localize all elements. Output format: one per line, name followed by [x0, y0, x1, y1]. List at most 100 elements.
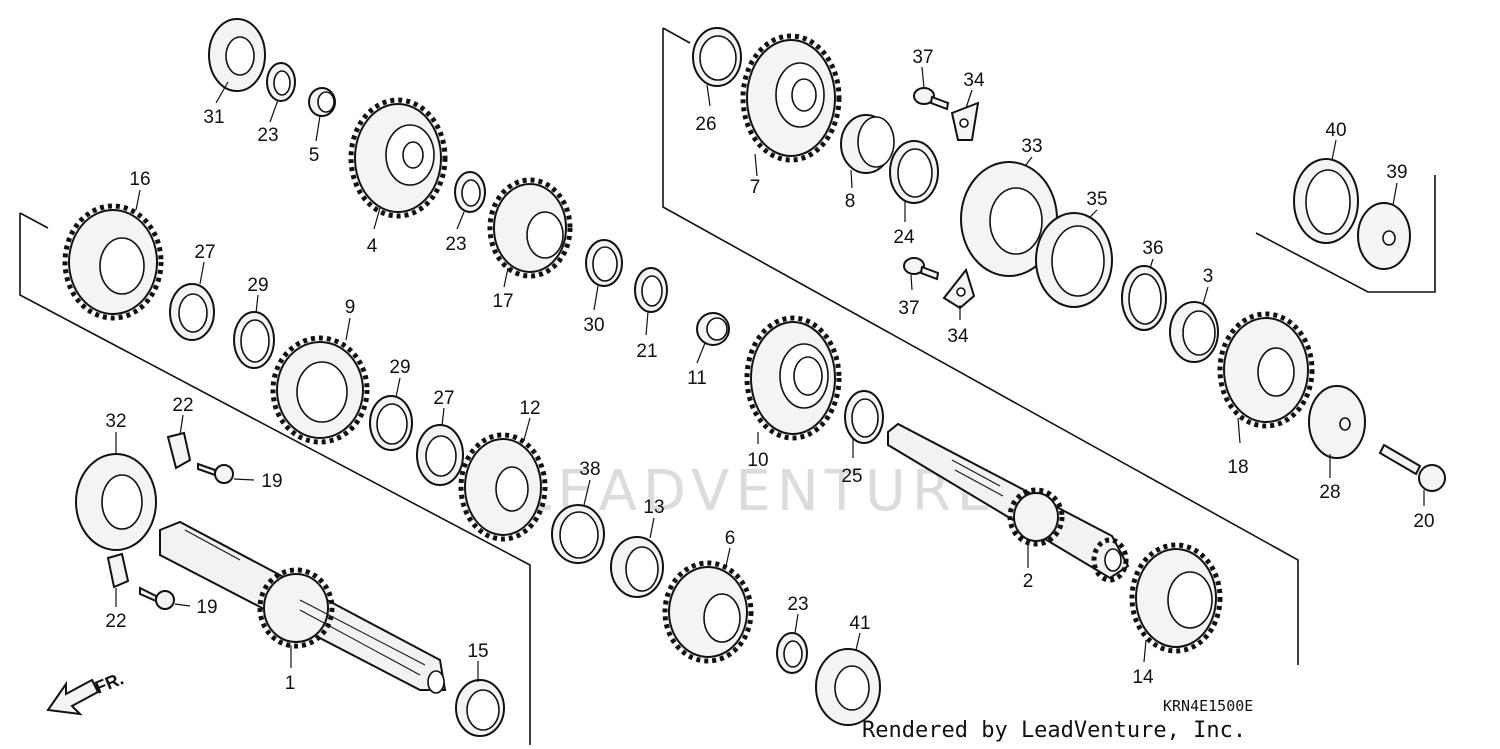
- part-32-bearing[interactable]: [75, 453, 157, 551]
- part-6-gear[interactable]: [662, 560, 754, 664]
- callout-13-label: 13: [643, 497, 664, 518]
- part-34-bearing-set-plate-lower[interactable]: [942, 267, 976, 310]
- part-18-drive-sprocket[interactable]: [1217, 311, 1315, 429]
- callout-25-label: 25: [841, 466, 862, 487]
- part-2-mainshaft[interactable]: [887, 422, 1130, 583]
- callout-34-lower-label: 34: [947, 326, 969, 347]
- callout-11: 11: [687, 342, 707, 389]
- part-23-washer-mid[interactable]: [454, 171, 486, 213]
- part-14-gear[interactable]: [1129, 542, 1223, 654]
- part-22-clamp-upper[interactable]: [166, 431, 192, 470]
- callout-40-label: 40: [1325, 120, 1346, 141]
- callout-22-lower: 22: [105, 588, 127, 632]
- callout-9-label: 9: [345, 297, 356, 318]
- part-40-washer[interactable]: [1293, 158, 1359, 244]
- callout-2: 2: [1023, 540, 1034, 592]
- part-25-washer[interactable]: [844, 390, 884, 444]
- callout-7-label: 7: [750, 177, 761, 198]
- part-34-bearing-set-plate-upper[interactable]: [950, 101, 980, 141]
- part-1-countershaft[interactable]: [159, 520, 447, 694]
- callout-23-mid-label: 23: [445, 234, 466, 255]
- callout-30-label: 30: [583, 315, 604, 336]
- callout-33: 33: [1021, 136, 1043, 167]
- part-38-washer[interactable]: [551, 504, 605, 564]
- part-5-bushing[interactable]: [308, 87, 336, 117]
- part-41-bearing[interactable]: [815, 648, 881, 726]
- part-20-bolt[interactable]: [1378, 443, 1446, 492]
- callout-12-label: 12: [519, 398, 540, 419]
- front-direction-label: FR.: [92, 668, 126, 697]
- callout-22-upper: 22: [172, 395, 194, 436]
- callout-8-label: 8: [845, 191, 856, 212]
- callout-31-label: 31: [203, 107, 224, 128]
- part-17-gear[interactable]: [487, 177, 573, 279]
- part-12-gear[interactable]: [458, 432, 548, 542]
- part-23-washer-top[interactable]: [266, 62, 296, 102]
- part-22-clamp-lower[interactable]: [106, 552, 130, 589]
- part-4-gear[interactable]: [348, 97, 448, 219]
- callout-20-label: 20: [1413, 511, 1434, 532]
- callout-2-label: 2: [1023, 571, 1034, 592]
- callout-35-label: 35: [1086, 189, 1107, 210]
- callout-24: 24: [893, 200, 915, 248]
- part-9-gear[interactable]: [270, 335, 370, 445]
- callout-27-lower: 27: [433, 388, 455, 427]
- part-21-lock-washer[interactable]: [634, 267, 668, 313]
- callout-20: 20: [1413, 490, 1435, 532]
- part-16-gear[interactable]: [62, 203, 164, 321]
- part-10-gear[interactable]: [744, 315, 842, 441]
- callout-38-label: 38: [579, 459, 600, 480]
- part-35-oil-seal[interactable]: [1035, 212, 1113, 308]
- part-36-o-ring[interactable]: [1121, 265, 1167, 331]
- callout-39-label: 39: [1386, 162, 1407, 183]
- part-27-lock-washer-upper[interactable]: [169, 283, 215, 341]
- part-27-lock-washer-lower[interactable]: [416, 424, 464, 486]
- part-3-collar[interactable]: [1169, 301, 1219, 363]
- callout-28: 28: [1319, 454, 1341, 503]
- callout-38: 38: [579, 459, 601, 506]
- callout-23-top: 23: [257, 99, 279, 146]
- callout-39: 39: [1386, 162, 1408, 206]
- part-37-screw-lower[interactable]: [903, 257, 940, 281]
- callout-28-label: 28: [1319, 482, 1340, 503]
- part-19-bolt-lower[interactable]: [139, 586, 175, 610]
- part-28-washer[interactable]: [1308, 385, 1366, 459]
- part-31-bearing[interactable]: [208, 18, 266, 92]
- callout-10-label: 10: [747, 450, 768, 471]
- part-29-snap-ring-lower[interactable]: [369, 395, 413, 451]
- callout-11-label: 11: [687, 368, 707, 389]
- part-33-bearing[interactable]: [960, 161, 1058, 277]
- part-13-bushing[interactable]: [610, 536, 664, 598]
- callout-19-lower-label: 19: [196, 597, 217, 618]
- callout-33-label: 33: [1021, 136, 1042, 157]
- watermark-text: LEADVENTURE: [520, 459, 998, 524]
- part-8-bushing[interactable]: [840, 114, 895, 174]
- callout-34-lower: 34: [947, 305, 969, 347]
- part-24-washer[interactable]: [889, 140, 939, 204]
- callout-15-label: 15: [467, 641, 488, 662]
- part-7-gear[interactable]: [740, 33, 842, 163]
- countershaft-group-frame: [19, 212, 531, 745]
- callout-35: 35: [1086, 189, 1108, 219]
- part-37-screw-upper[interactable]: [913, 87, 950, 111]
- callout-19-lower: 19: [174, 597, 218, 618]
- callout-23-low-label: 23: [787, 594, 808, 615]
- part-23-washer-low[interactable]: [776, 632, 808, 674]
- part-11-bushing[interactable]: [696, 312, 730, 346]
- callout-37-upper: 37: [912, 47, 934, 89]
- callout-14: 14: [1132, 639, 1154, 688]
- callout-5: 5: [309, 115, 321, 166]
- part-15-collar[interactable]: [455, 679, 505, 737]
- part-29-snap-ring-upper[interactable]: [233, 311, 275, 369]
- part-39-washer[interactable]: [1357, 202, 1411, 270]
- callout-41-label: 41: [849, 613, 870, 634]
- part-26-washer[interactable]: [692, 27, 742, 87]
- callout-18: 18: [1227, 417, 1249, 478]
- callout-22-upper-label: 22: [172, 395, 193, 416]
- part-30-snap-ring[interactable]: [585, 239, 623, 287]
- callout-23-mid: 23: [445, 211, 467, 255]
- callout-29-upper: 29: [247, 275, 269, 314]
- part-19-bolt-upper[interactable]: [197, 462, 234, 484]
- callout-16-label: 16: [129, 169, 150, 190]
